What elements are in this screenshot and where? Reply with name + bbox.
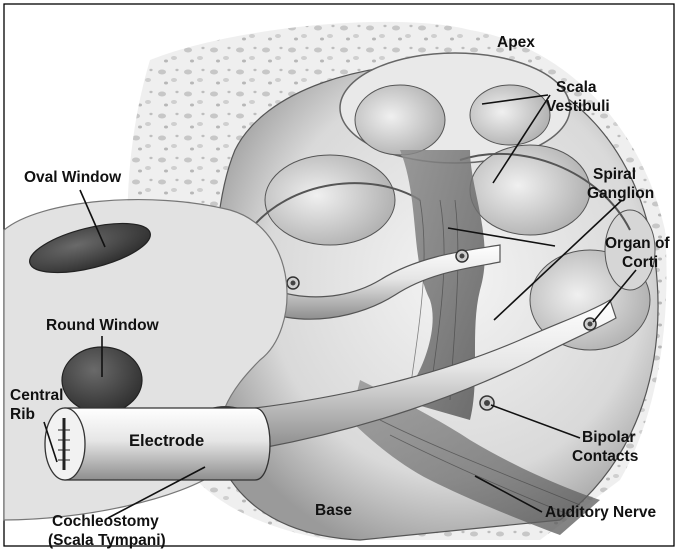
label-organ-of-corti-line2: Corti xyxy=(622,254,658,271)
label-bipolar-contacts-line2: Contacts xyxy=(572,448,638,465)
label-bipolar-contacts-line1: Bipolar xyxy=(582,429,635,446)
label-apex: Apex xyxy=(497,34,535,51)
label-electrode: Electrode xyxy=(129,432,204,450)
label-central-rib-line1: Central xyxy=(10,387,63,404)
label-oval-window: Oval Window xyxy=(24,169,122,186)
label-scala-vestibuli-line1: Scala xyxy=(556,79,597,96)
label-base: Base xyxy=(315,502,352,519)
label-cochleostomy-line1: Cochleostomy xyxy=(52,513,159,530)
label-cochleostomy-line2: (Scala Tympani) xyxy=(48,532,166,549)
label-central-rib-line2: Rib xyxy=(10,406,35,423)
label-auditory-nerve: Auditory Nerve xyxy=(545,504,656,521)
label-round-window: Round Window xyxy=(46,317,160,334)
label-spiral-ganglion-line2: Ganglion xyxy=(587,185,654,202)
label-scala-vestibuli-line2: Vestibuli xyxy=(546,98,610,115)
label-organ-of-corti-line1: Organ of xyxy=(605,235,670,252)
label-spiral-ganglion-line1: Spiral xyxy=(593,166,636,183)
